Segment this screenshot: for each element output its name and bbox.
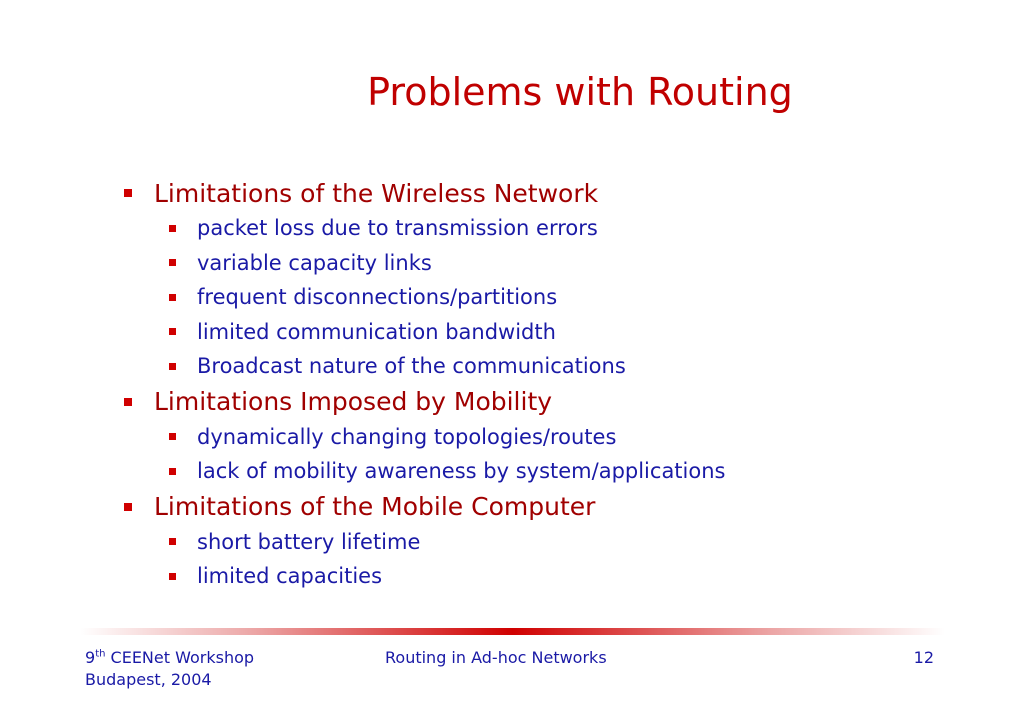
section-heading-text: Limitations of the Mobile Computer xyxy=(154,492,596,521)
footer-event-name: 9th CEENet Workshop xyxy=(85,647,254,669)
square-bullet-icon xyxy=(169,259,176,267)
square-bullet-icon xyxy=(169,572,176,580)
section-heading: Limitations of the Wireless Network xyxy=(120,175,1000,211)
page-number: 12 xyxy=(913,648,934,667)
section-heading: Limitations of the Mobile Computer xyxy=(120,489,1000,525)
list-item: dynamically changing topologies/routes xyxy=(120,420,1000,455)
footer-presentation-title: Routing in Ad-hoc Networks xyxy=(385,648,607,667)
list-item-text: limited communication bandwidth xyxy=(197,319,556,344)
list-item: lack of mobility awareness by system/app… xyxy=(120,454,1000,489)
square-bullet-icon xyxy=(169,293,176,301)
section-mobility: Limitations Imposed by Mobility dynamica… xyxy=(120,384,1000,489)
list-item: short battery lifetime xyxy=(120,525,1000,560)
list-item: variable capacity links xyxy=(120,246,1000,281)
sub-list: short battery lifetime limited capacitie… xyxy=(120,525,1000,594)
section-wireless: Limitations of the Wireless Network pack… xyxy=(120,175,1000,384)
square-bullet-icon xyxy=(169,538,176,546)
list-item-text: Broadcast nature of the communications xyxy=(197,354,626,379)
list-item-text: packet loss due to transmission errors xyxy=(197,216,598,241)
list-item-text: dynamically changing topologies/routes xyxy=(197,424,617,449)
list-item: frequent disconnections/partitions xyxy=(120,280,1000,315)
footer-divider xyxy=(80,628,945,635)
section-mobile-computer: Limitations of the Mobile Computer short… xyxy=(120,489,1000,594)
square-bullet-icon xyxy=(124,397,132,406)
square-bullet-icon xyxy=(169,224,176,232)
event-suffix: th xyxy=(95,648,106,660)
event-number: 9 xyxy=(85,648,96,667)
section-heading-text: Limitations of the Wireless Network xyxy=(154,178,599,208)
footer-location: Budapest, 2004 xyxy=(85,670,212,689)
sub-list: packet loss due to transmission errors v… xyxy=(120,211,1000,384)
slide-content: Limitations of the Wireless Network pack… xyxy=(120,175,1000,594)
square-bullet-icon xyxy=(169,433,176,441)
square-bullet-icon xyxy=(169,328,176,336)
section-heading: Limitations Imposed by Mobility xyxy=(120,384,1000,420)
section-heading-text: Limitations Imposed by Mobility xyxy=(154,387,553,416)
square-bullet-icon xyxy=(169,362,176,370)
footer-event: 9th CEENet Workshop Budapest, 2004 xyxy=(85,647,254,691)
list-item: limited capacities xyxy=(120,559,1000,594)
title-area: Problems with Routing xyxy=(0,0,1023,130)
square-bullet-icon xyxy=(124,502,132,511)
list-item-text: variable capacity links xyxy=(197,250,432,275)
list-item: Broadcast nature of the communications xyxy=(120,349,1000,384)
list-item: limited communication bandwidth xyxy=(120,315,1000,350)
square-bullet-icon xyxy=(124,189,132,197)
list-item-text: limited capacities xyxy=(197,564,383,589)
list-item-text: short battery lifetime xyxy=(197,529,421,554)
sub-list: dynamically changing topologies/routes l… xyxy=(120,420,1000,489)
slide-title: Problems with Routing xyxy=(367,70,793,114)
list-item-text: frequent disconnections/partitions xyxy=(197,285,558,310)
event-name: CEENet Workshop xyxy=(105,648,255,667)
list-item-text: lack of mobility awareness by system/app… xyxy=(197,459,726,484)
square-bullet-icon xyxy=(169,467,176,475)
list-item: packet loss due to transmission errors xyxy=(120,211,1000,246)
